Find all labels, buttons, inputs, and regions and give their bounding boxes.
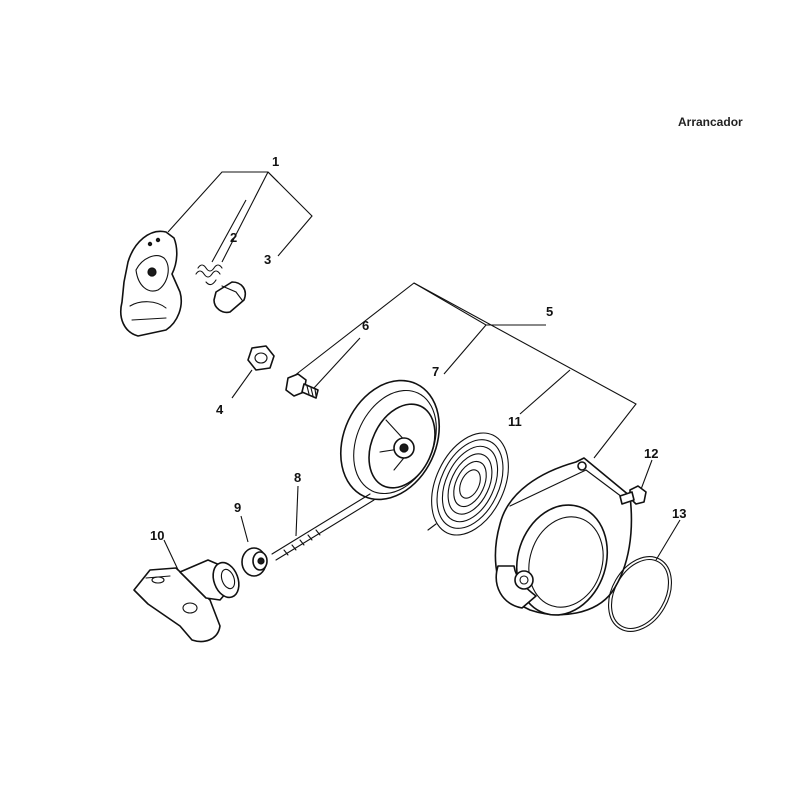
- starter-handle-part-10: [133, 559, 240, 643]
- starter-case-part-5: [494, 457, 633, 616]
- spring-part-2: [195, 264, 223, 286]
- nut-part-4: [247, 345, 275, 371]
- callout-6: 6: [362, 318, 369, 333]
- bolt-part-6: [285, 373, 319, 399]
- bolt-part-12: [619, 485, 647, 505]
- callout-1: 1: [272, 154, 279, 169]
- rope-part-8: [271, 493, 375, 561]
- bushing-part-9: [241, 547, 268, 577]
- callout-3: 3: [264, 252, 271, 267]
- pawl-part-3: [213, 281, 247, 314]
- gasket-part-13: [608, 556, 672, 632]
- callout-5: 5: [546, 304, 553, 319]
- diagram-title: Arrancador: [678, 115, 743, 129]
- callout-9: 9: [234, 500, 241, 515]
- callout-2: 2: [230, 230, 237, 245]
- pulley-part-7: [339, 379, 441, 501]
- callout-13: 13: [672, 506, 686, 521]
- callout-10: 10: [150, 528, 164, 543]
- callout-4: 4: [216, 402, 224, 417]
- recoil-spring-part-11: [427, 432, 509, 536]
- callout-8: 8: [294, 470, 301, 485]
- starter-housing-part-1: [120, 230, 182, 337]
- callout-7: 7: [432, 364, 439, 379]
- callout-12: 12: [644, 446, 658, 461]
- callout-labels: 1 2 3 4 5 6 7 8 9 10 11 12 13: [150, 154, 686, 543]
- callout-11: 11: [508, 414, 522, 429]
